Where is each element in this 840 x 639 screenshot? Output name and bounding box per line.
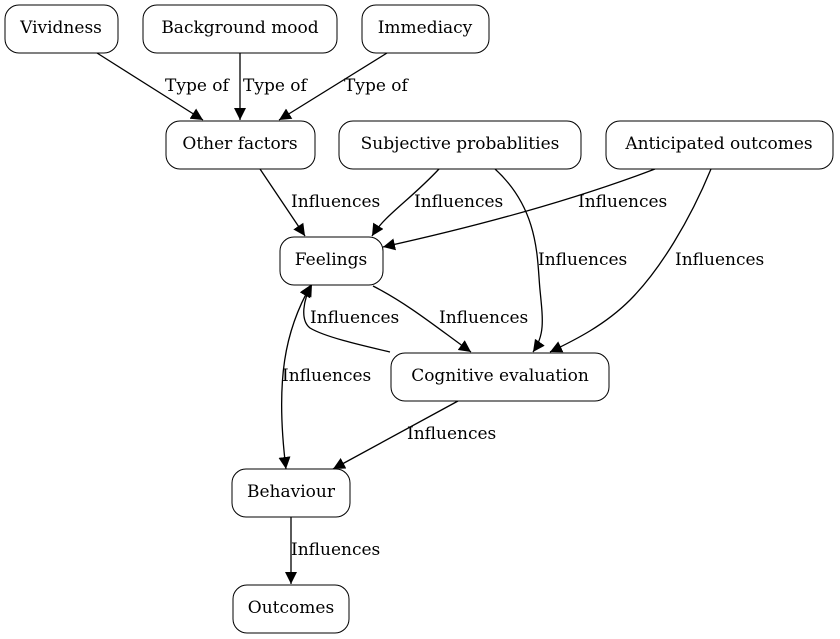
- node-outcomes[interactable]: Outcomes: [232, 584, 350, 634]
- node-behaviour[interactable]: Behaviour: [231, 468, 351, 518]
- node-box: [338, 120, 582, 170]
- node-anticipated-outcomes[interactable]: Anticipated outcomes: [605, 120, 834, 170]
- node-box: [142, 4, 338, 54]
- edges: Type of Type of Type of Influences Influ…: [96, 52, 764, 584]
- edge-label: Influences: [310, 308, 399, 328]
- edge-anticipated-outcomes-feelings: Influences: [382, 168, 667, 251]
- node-label: Immediacy: [378, 18, 473, 38]
- edge-line: [259, 168, 306, 237]
- edge-feelings-behaviour: Influences: [278, 284, 371, 470]
- edge-label: Type of: [243, 76, 309, 96]
- edge-line: [371, 168, 440, 237]
- node-label: Vividness: [19, 18, 102, 38]
- edge-line: [332, 400, 459, 470]
- node-box: [361, 4, 490, 54]
- node-cognitive-evaluation[interactable]: Cognitive evaluation: [390, 352, 610, 402]
- node-box: [605, 120, 834, 170]
- node-box: [232, 584, 350, 634]
- edge-line: [278, 284, 312, 470]
- edge-other-factors-feelings: Influences: [259, 168, 380, 237]
- node-label: Background mood: [161, 18, 318, 38]
- node-vividness[interactable]: Vividness: [4, 4, 119, 54]
- edge-vividness-other-factors: Type of: [96, 52, 231, 121]
- node-label: Cognitive evaluation: [411, 366, 589, 386]
- edge-background-mood-other-factors: Type of: [234, 53, 309, 120]
- node-label: Feelings: [295, 250, 367, 270]
- node-box: [231, 468, 351, 518]
- node-label: Other factors: [182, 134, 297, 154]
- edge-line: [494, 168, 545, 353]
- node-label: Anticipated outcomes: [624, 134, 812, 154]
- node-label: Outcomes: [248, 598, 334, 618]
- edge-immediacy-other-factors: Type of: [278, 52, 410, 121]
- edge-label: Influences: [439, 308, 528, 328]
- edge-label: Influences: [407, 424, 496, 444]
- node-feelings[interactable]: Feelings: [279, 236, 384, 286]
- edge-cognitive-evaluation-feelings: Influences: [300, 283, 399, 353]
- node-label: Behaviour: [247, 482, 336, 502]
- edge-label: Influences: [282, 366, 371, 386]
- edge-label: Influences: [414, 192, 503, 212]
- edge-label: Influences: [291, 192, 380, 212]
- node-subjective-probabilities[interactable]: Subjective probablities: [338, 120, 582, 170]
- edge-behaviour-outcomes: Influences: [285, 517, 380, 584]
- edge-line: [549, 168, 712, 353]
- node-box: [165, 120, 316, 170]
- edge-line: [372, 285, 472, 353]
- node-background-mood[interactable]: Background mood: [142, 4, 338, 54]
- edge-feelings-cognitive-evaluation: Influences: [372, 285, 528, 353]
- edge-label: Influences: [675, 250, 764, 270]
- edge-line: [278, 52, 388, 121]
- node-immediacy[interactable]: Immediacy: [361, 4, 490, 54]
- edge-label: Type of: [344, 76, 410, 96]
- edge-line: [382, 168, 656, 251]
- nodes: Vividness Background mood Immediacy Othe…: [4, 4, 834, 634]
- node-other-factors[interactable]: Other factors: [165, 120, 316, 170]
- edge-subjective-probabilities-cognitive-evaluation: Influences: [494, 168, 627, 353]
- edge-label: Type of: [165, 76, 231, 96]
- node-box: [4, 4, 119, 54]
- edge-cognitive-evaluation-behaviour: Influences: [332, 400, 496, 470]
- edge-subjective-probabilities-feelings: Influences: [371, 168, 503, 237]
- edge-label: Influences: [538, 250, 627, 270]
- edge-anticipated-outcomes-cognitive-evaluation: Influences: [549, 168, 764, 353]
- edge-label: Influences: [291, 540, 380, 560]
- edge-line: [96, 52, 204, 121]
- node-box: [390, 352, 610, 402]
- node-box: [279, 236, 384, 286]
- node-label: Subjective probablities: [361, 134, 560, 154]
- edge-label: Influences: [578, 192, 667, 212]
